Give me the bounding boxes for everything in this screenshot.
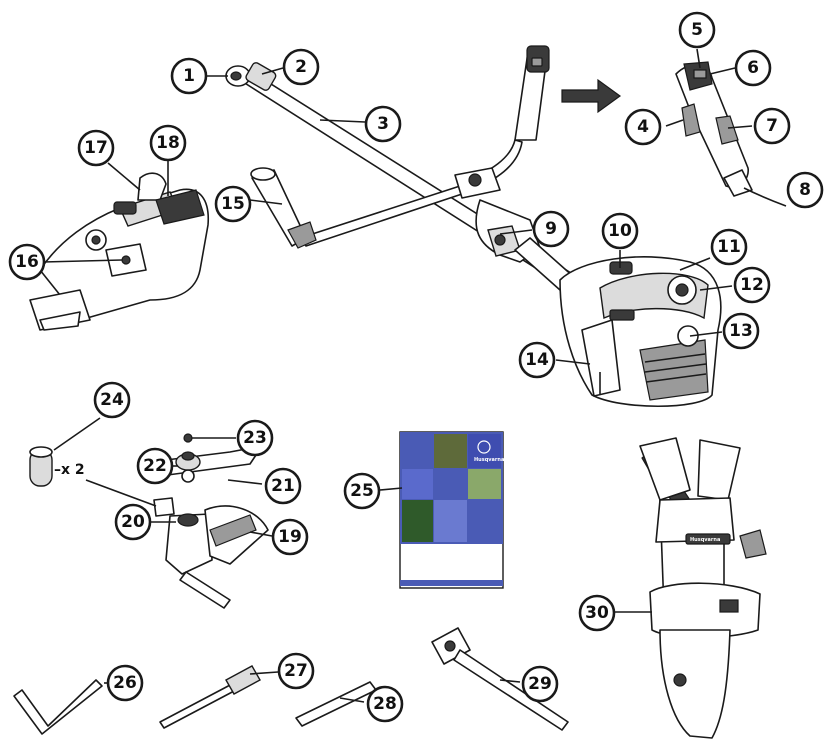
svg-text:6: 6 — [747, 58, 759, 78]
svg-text:29: 29 — [528, 674, 552, 694]
part-badge-9: 9 — [532, 210, 570, 248]
part-badge-8: 8 — [786, 171, 824, 209]
shaft-end-fitting — [225, 62, 277, 91]
svg-text:23: 23 — [243, 428, 267, 448]
part-badge-7: 7 — [753, 107, 791, 145]
engine-unit — [559, 256, 722, 408]
svg-text:17: 17 — [84, 138, 108, 158]
part-badge-15: 15 — [214, 185, 252, 223]
arrow-right-icon — [561, 78, 622, 114]
blade-guard-kit — [149, 433, 269, 609]
svg-text:8: 8 — [799, 180, 811, 200]
harness: Husqvarna — [639, 437, 767, 739]
svg-text:24: 24 — [100, 390, 124, 410]
harness-logo-text: Husqvarna — [690, 537, 720, 543]
part-badge-2: 2 — [282, 48, 320, 86]
left-handle — [250, 167, 317, 249]
quantity-note: –x 2 — [54, 462, 85, 478]
locking-pin — [295, 681, 377, 727]
svg-text:3: 3 — [377, 114, 389, 134]
filter-cylinder: –x 2 — [29, 446, 85, 487]
part-badge-11: 11 — [710, 228, 748, 266]
svg-text:1: 1 — [183, 66, 195, 86]
part-badge-3: 3 — [364, 105, 402, 143]
svg-text:10: 10 — [608, 221, 632, 241]
svg-text:2: 2 — [295, 57, 307, 77]
part-badge-13: 13 — [722, 312, 760, 350]
svg-text:9: 9 — [545, 219, 557, 239]
svg-text:21: 21 — [271, 476, 295, 496]
svg-text:14: 14 — [525, 350, 549, 370]
svg-text:28: 28 — [373, 694, 397, 714]
part-badge-22: 22 — [136, 447, 174, 485]
operator-manual: Husqvarna — [399, 431, 504, 589]
svg-text:4: 4 — [637, 117, 649, 137]
part-badge-6: 6 — [734, 49, 772, 87]
part-badge-10: 10 — [601, 212, 639, 250]
part-badge-16: 16 — [8, 243, 46, 281]
hex-key — [13, 679, 103, 735]
part-badge-26: 26 — [106, 664, 144, 702]
screwdriver — [159, 665, 261, 729]
part-badge-29: 29 — [521, 665, 559, 703]
part-badge-5: 5 — [678, 11, 716, 49]
part-badge-18: 18 — [149, 124, 187, 162]
part-badge-25: 25 — [343, 472, 381, 510]
svg-text:25: 25 — [350, 481, 374, 501]
svg-text:12: 12 — [740, 275, 764, 295]
svg-text:7: 7 — [766, 116, 778, 136]
svg-text:19: 19 — [278, 527, 302, 547]
svg-text:30: 30 — [585, 603, 609, 623]
part-badge-19: 19 — [271, 518, 309, 556]
svg-text:15: 15 — [221, 194, 245, 214]
part-badge-12: 12 — [733, 266, 771, 304]
svg-text:18: 18 — [156, 133, 180, 153]
throttle-handle-detail — [561, 61, 787, 207]
svg-text:5: 5 — [691, 20, 703, 40]
svg-text:26: 26 — [113, 673, 137, 693]
part-badge-1: 1 — [170, 57, 208, 95]
part-badge-20: 20 — [114, 503, 152, 541]
part-badge-21: 21 — [264, 467, 302, 505]
main-shaft-assembly — [225, 45, 591, 296]
svg-text:20: 20 — [121, 512, 145, 532]
svg-text:22: 22 — [143, 456, 167, 476]
leader-lines — [42, 48, 753, 703]
part-badge-23: 23 — [236, 419, 274, 457]
svg-text:16: 16 — [15, 252, 39, 272]
part-badge-28: 28 — [366, 685, 404, 723]
part-badge-24: 24 — [93, 381, 131, 419]
right-handle — [514, 45, 550, 141]
part-badge-27: 27 — [277, 652, 315, 690]
brand-logo-icon — [477, 440, 491, 454]
svg-text:11: 11 — [717, 237, 741, 257]
engine-side-view — [29, 172, 209, 331]
svg-text:27: 27 — [284, 661, 308, 681]
part-number-badges: 1 2 3 4 5 6 7 8 9 10 11 12 13 14 15 16 1… — [8, 11, 824, 723]
handle-clamp — [454, 167, 501, 199]
svg-text:13: 13 — [729, 321, 753, 341]
part-badge-4: 4 — [624, 108, 662, 146]
part-badge-17: 17 — [77, 129, 115, 167]
manual-brand-text: Husqvarna — [474, 457, 504, 463]
part-badge-30: 30 — [578, 594, 616, 632]
part-badge-14: 14 — [518, 341, 556, 379]
